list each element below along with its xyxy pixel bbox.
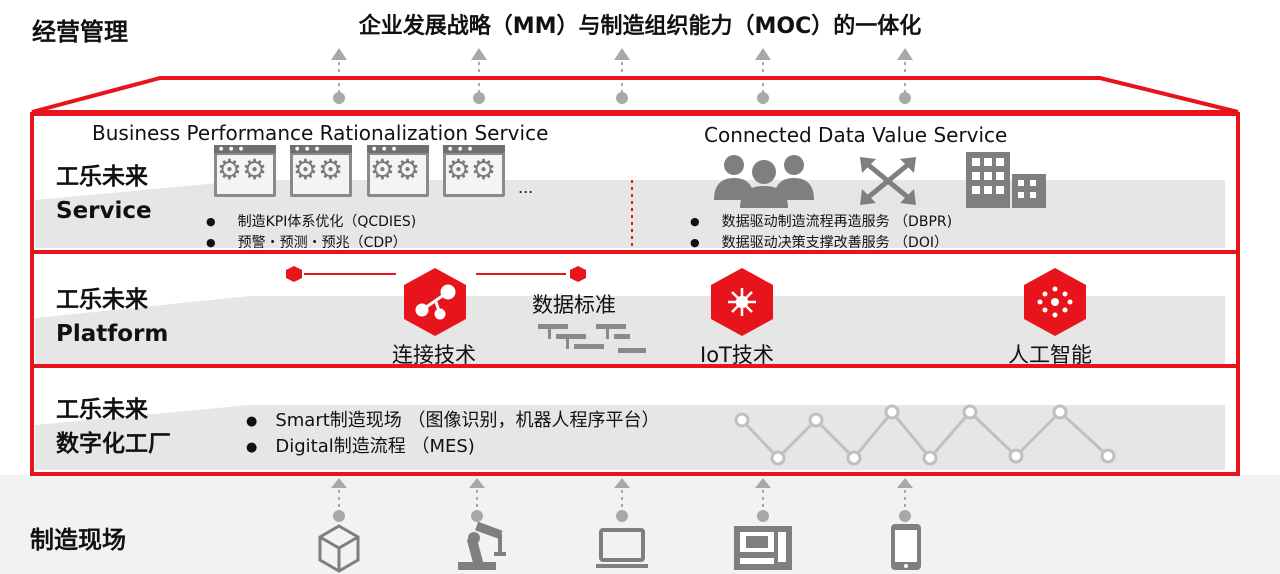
page-title: 企业发展战略（MM）与制造组织能力（MOC）的一体化 — [358, 14, 922, 39]
zigzag-graphic — [734, 404, 1116, 466]
management-label: 经营管理 — [32, 18, 128, 46]
ellipsis: ... — [518, 178, 534, 197]
up-arrow-icon — [897, 478, 913, 522]
service-label-line2: Service — [56, 198, 152, 224]
ai-hex-icon — [1024, 268, 1086, 336]
gear-window-icon: ● ● ●⚙⚙ — [214, 145, 276, 197]
brp-title: Business Performance Rationalization Ser… — [92, 121, 549, 145]
gear-window-icon: ● ● ●⚙⚙ — [443, 145, 505, 197]
service-label-line1: 工乐未来 — [56, 164, 148, 190]
factory-bullet-smart: Smart制造现场 （图像识别，机器人程序平台） — [246, 406, 659, 432]
bottom-arrows-and-devices — [318, 478, 921, 573]
small-hex-icon — [286, 266, 302, 282]
ai-label: 人工智能 — [1008, 343, 1092, 367]
robot-arm-icon — [458, 521, 506, 570]
up-arrow-icon — [614, 478, 630, 522]
small-hex-icon — [570, 266, 586, 282]
factory-label-line1: 工乐未来 — [56, 397, 148, 423]
connection-hex-icon — [404, 268, 466, 336]
gear-window-icon: ● ● ●⚙⚙ — [367, 145, 429, 197]
factory-bullet-digital: Digital制造流程 （MES) — [246, 432, 474, 458]
tablet-icon — [891, 524, 921, 570]
factory-label-line2: 数字化工厂 — [56, 431, 171, 457]
cdv-bullet-dbpr: 数据驱动制造流程再造服务 （DBPR) — [690, 211, 952, 231]
iot-tech-label: IoT技术 — [700, 343, 774, 367]
factory-label: 工乐未来 数字化工厂 — [56, 393, 171, 461]
gear-window-icon: ● ● ●⚙⚙ — [290, 145, 352, 197]
platform-label-line1: 工乐未来 — [56, 287, 148, 313]
cdv-title: Connected Data Value Service — [704, 123, 1008, 147]
brp-bullet-cdp: 预警・预测・预兆（CDP） — [206, 232, 407, 252]
service-label: 工乐未来 Service — [56, 160, 152, 228]
building-icon — [966, 152, 1046, 208]
connection-tech-label: 连接技术 — [392, 343, 476, 367]
data-standard-label: 数据标准 — [532, 293, 616, 317]
expand-arrows-icon — [860, 157, 916, 205]
up-arrow-icon — [469, 478, 485, 522]
platform-label: 工乐未来 Platform — [56, 283, 168, 351]
cube-icon — [318, 524, 360, 573]
up-arrow-icon — [331, 478, 347, 522]
monitor-icon — [596, 528, 648, 568]
brp-bullet-kpi: 制造KPI体系优化（QCDIES) — [206, 211, 417, 231]
platform-graphics — [286, 266, 1086, 353]
up-arrow-icon — [755, 478, 771, 522]
site-label: 制造现场 — [30, 526, 126, 554]
people-icon — [714, 155, 814, 208]
cnc-machine-icon — [734, 526, 792, 570]
cdv-bullet-doi: 数据驱动决策支撑改善服务 （DOI） — [690, 232, 948, 252]
iot-hex-icon — [711, 268, 773, 336]
platform-label-line2: Platform — [56, 321, 169, 347]
data-standard-icon — [538, 324, 646, 353]
